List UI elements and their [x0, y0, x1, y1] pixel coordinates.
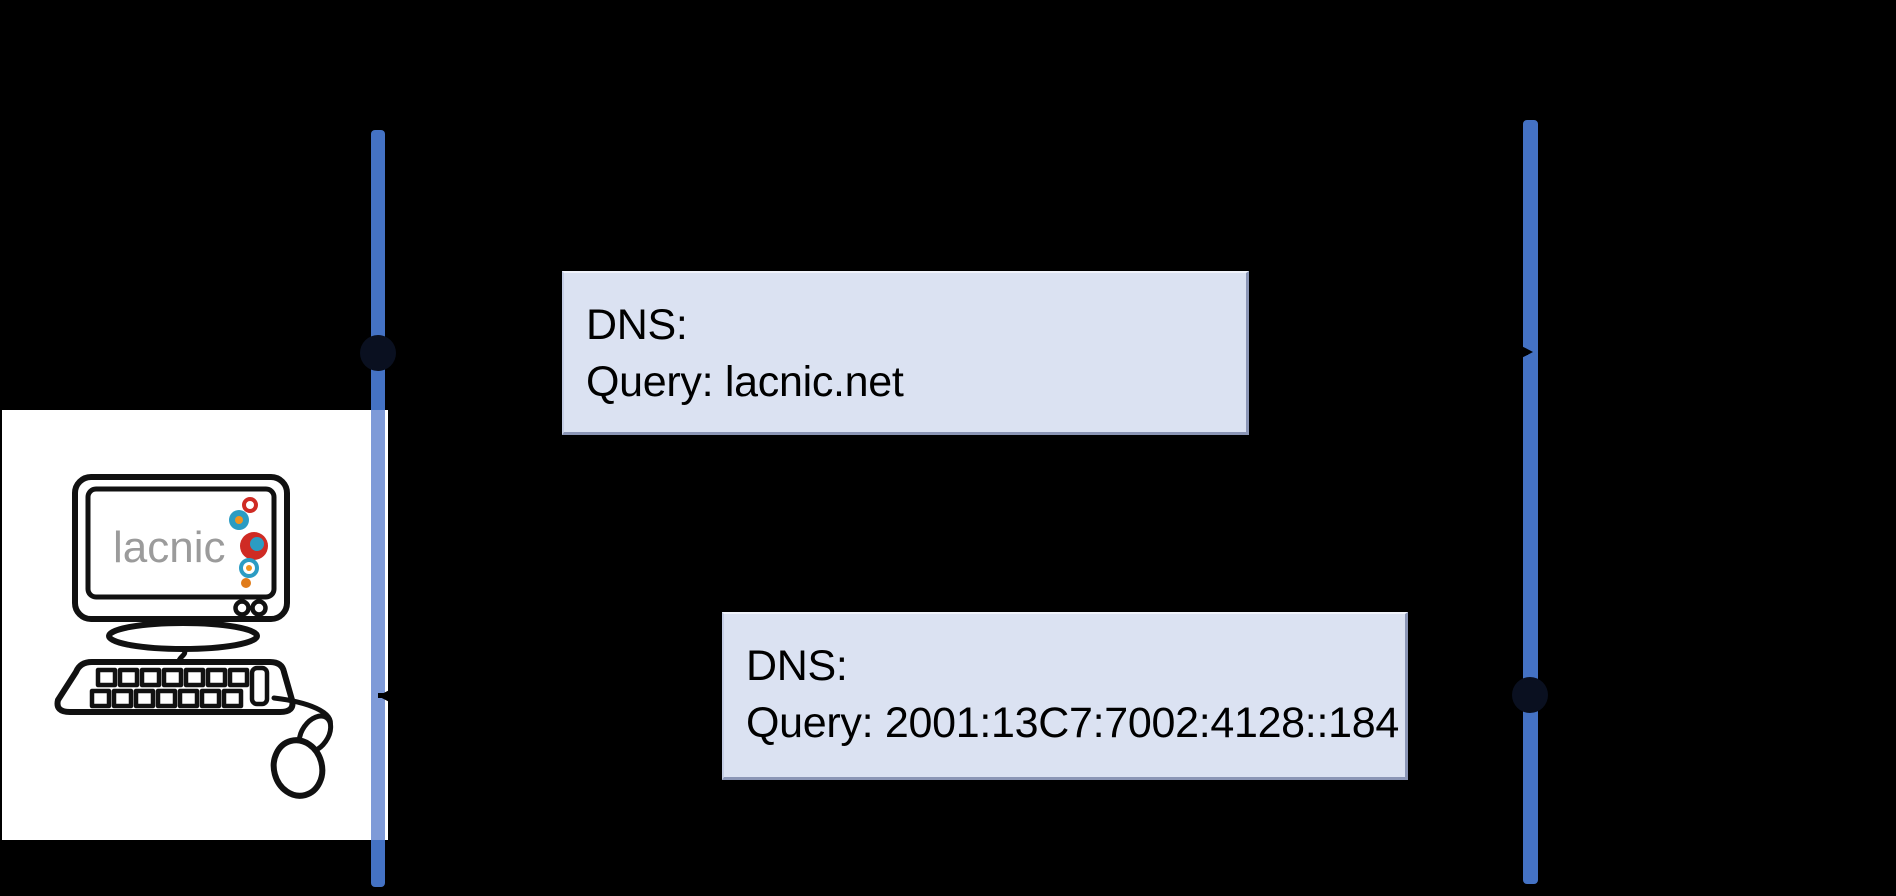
- query-arrow-tail-oval: [360, 335, 396, 371]
- client-computer-panel: lacnic: [2, 410, 388, 840]
- message-line: DNS:: [586, 301, 688, 349]
- lacnic-logo-marks: [229, 497, 268, 588]
- message-line: Query: 2001:13C7:7002:4128::184: [746, 699, 1399, 747]
- message-line: Query: lacnic.net: [586, 358, 904, 406]
- client-computer-illustration: lacnic: [54, 474, 334, 799]
- computer-mouse: [270, 695, 334, 799]
- lifeline-right: [1523, 120, 1538, 884]
- message-label-response: DNS: Query: 2001:13C7:7002:4128::184: [722, 612, 1408, 780]
- lacnic-logo: lacnic: [113, 497, 268, 588]
- query-arrow-head-right: [1510, 340, 1533, 364]
- response-arrow-head-left: [378, 684, 401, 708]
- message-line: DNS:: [746, 642, 848, 690]
- lacnic-logo-text: lacnic: [113, 523, 226, 572]
- lifeline-left: [371, 130, 385, 887]
- lifeline-left-over-white-segment: [371, 410, 385, 840]
- response-arrow-tail-oval: [1512, 677, 1548, 713]
- computer-keyboard: [54, 659, 296, 715]
- message-label-query: DNS: Query: lacnic.net: [562, 271, 1249, 435]
